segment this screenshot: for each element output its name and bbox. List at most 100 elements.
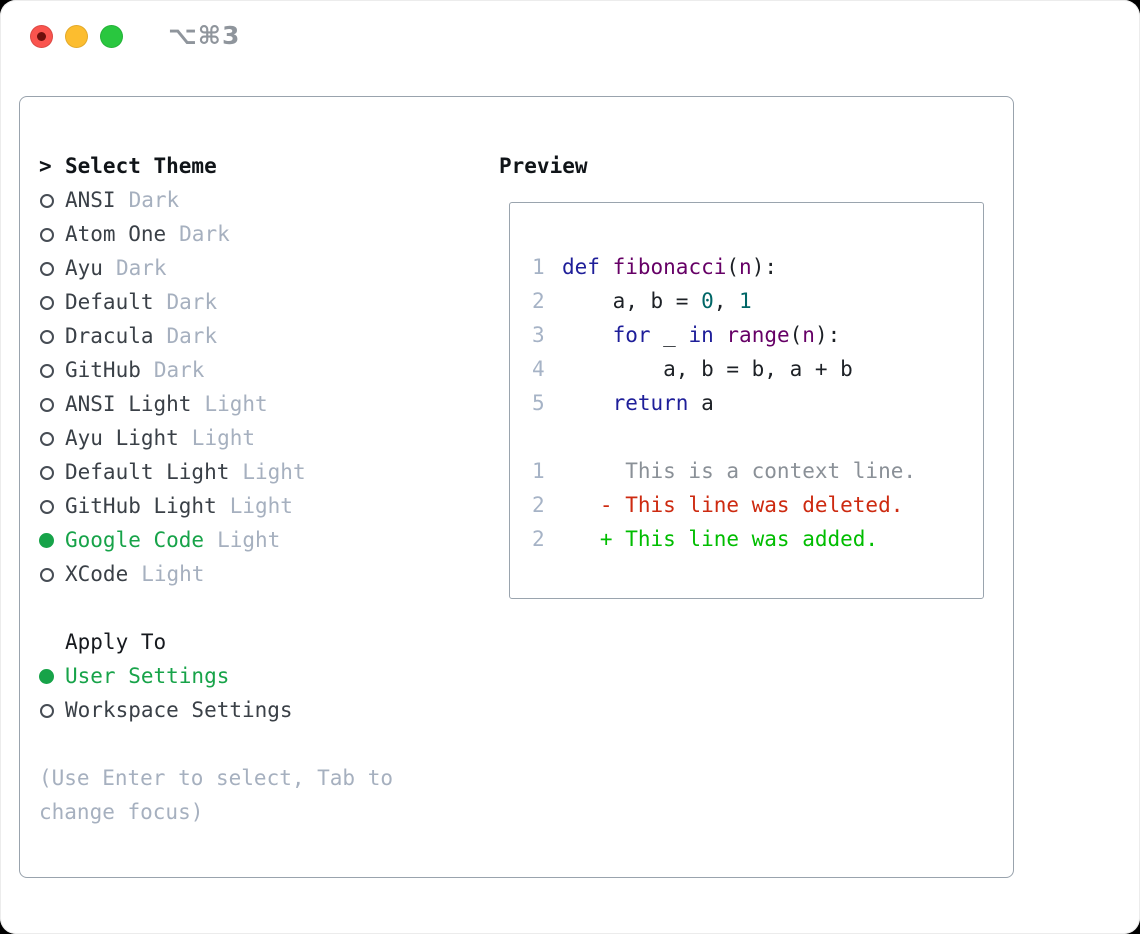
code-token: ( (789, 323, 803, 347)
theme-name: Ayu Light (65, 426, 179, 450)
theme-variant: Light (217, 528, 281, 552)
theme-name: ANSI (65, 188, 116, 212)
theme-name: GitHub Light (65, 494, 217, 518)
code-token: n (802, 323, 815, 347)
theme-variant: Light (242, 460, 306, 484)
theme-variant: Light (204, 392, 268, 416)
code-token: ): (751, 255, 777, 279)
apply-option-label: Workspace Settings (65, 698, 293, 722)
radio-selected-icon (39, 659, 65, 693)
cursor-icon: > (39, 154, 52, 178)
apply-option-user-settings[interactable]: User Settings (39, 659, 393, 693)
radio-selected-icon (39, 523, 65, 557)
radio-unselected-icon (39, 353, 65, 387)
code-token: n (739, 255, 752, 279)
select-theme-header: > Select Theme (39, 149, 393, 183)
apply-to-label: Apply To (65, 630, 167, 654)
theme-name: XCode (65, 562, 129, 586)
diff-line-context: 1 This is a context line. (532, 454, 983, 488)
radio-unselected-icon (39, 455, 65, 489)
diff-line-added: 2 + This line was added. (532, 522, 983, 556)
help-text-block: (Use Enter to select, Tab to change focus… (39, 761, 393, 829)
theme-name: GitHub (65, 358, 141, 382)
window-title: ⌥⌘3 (168, 21, 241, 50)
apply-option-label: User Settings (65, 664, 230, 688)
apply-option-workspace-settings[interactable]: Workspace Settings (39, 693, 393, 727)
radio-unselected-icon (39, 251, 65, 285)
theme-variant: Dark (115, 256, 167, 280)
line-number: 2 (532, 527, 545, 551)
theme-variant: Dark (153, 358, 205, 382)
line-number: 5 (532, 391, 545, 415)
radio-unselected-icon (39, 217, 65, 251)
code-line: 2 a, b = 0, 1 (532, 284, 983, 318)
theme-option-github[interactable]: GitHub Dark (39, 353, 393, 387)
code-token: return (612, 391, 689, 415)
minimize-button[interactable] (65, 25, 88, 48)
theme-variant: Dark (166, 290, 218, 314)
code-token: , (713, 289, 740, 313)
radio-unselected-icon (39, 557, 65, 591)
spacer (39, 727, 393, 761)
code-token: 1 (739, 289, 752, 313)
code-line: 4 a, b = b, a + b (532, 352, 983, 386)
traffic-lights (30, 25, 123, 48)
radio-unselected-icon (39, 693, 65, 727)
theme-option-ansi[interactable]: ANSI Dark (39, 183, 393, 217)
theme-option-ayu-light[interactable]: Ayu Light Light (39, 421, 393, 455)
close-dot-icon (37, 32, 46, 41)
preview-title: Preview (499, 154, 588, 178)
code-token: 0 (701, 289, 714, 313)
close-button[interactable] (30, 25, 53, 48)
spacer (39, 591, 393, 625)
line-number: 1 (532, 255, 545, 279)
help-text: change focus) (39, 800, 204, 824)
theme-variant: Dark (128, 188, 180, 212)
theme-name: Ayu (65, 256, 103, 280)
line-number: 2 (532, 493, 545, 517)
code-token (562, 323, 613, 347)
diff-line-deleted: 2 - This line was deleted. (532, 488, 983, 522)
theme-variant: Dark (166, 324, 218, 348)
radio-unselected-icon (39, 421, 65, 455)
code-token (600, 255, 613, 279)
theme-variant: Dark (179, 222, 230, 246)
code-token: a, b = (562, 289, 702, 313)
theme-name: Default (65, 290, 154, 314)
radio-unselected-icon (39, 489, 65, 523)
code-token: a, b = b, a + b (562, 357, 853, 381)
select-theme-label: Select Theme (65, 154, 217, 178)
line-number: 3 (532, 323, 545, 347)
code-token: fibonacci (612, 255, 727, 279)
line-number: 1 (532, 459, 545, 483)
line-number: 2 (532, 289, 545, 313)
diff-preview: 1 This is a context line.2 - This line w… (532, 454, 983, 556)
theme-option-ayu[interactable]: Ayu Dark (39, 251, 393, 285)
help-text: (Use Enter to select, Tab to (39, 766, 394, 790)
code-token: in (688, 323, 714, 347)
theme-option-default[interactable]: Default Dark (39, 285, 393, 319)
titlebar: ⌥⌘3 (0, 0, 1140, 72)
radio-unselected-icon (39, 319, 65, 353)
theme-variant: Light (191, 426, 256, 450)
spacer (532, 420, 983, 454)
code-line: 5 return a (532, 386, 983, 420)
code-token: a (688, 391, 714, 415)
code-token: def (562, 255, 600, 279)
radio-unselected-icon (39, 387, 65, 421)
zoom-button[interactable] (100, 25, 123, 48)
